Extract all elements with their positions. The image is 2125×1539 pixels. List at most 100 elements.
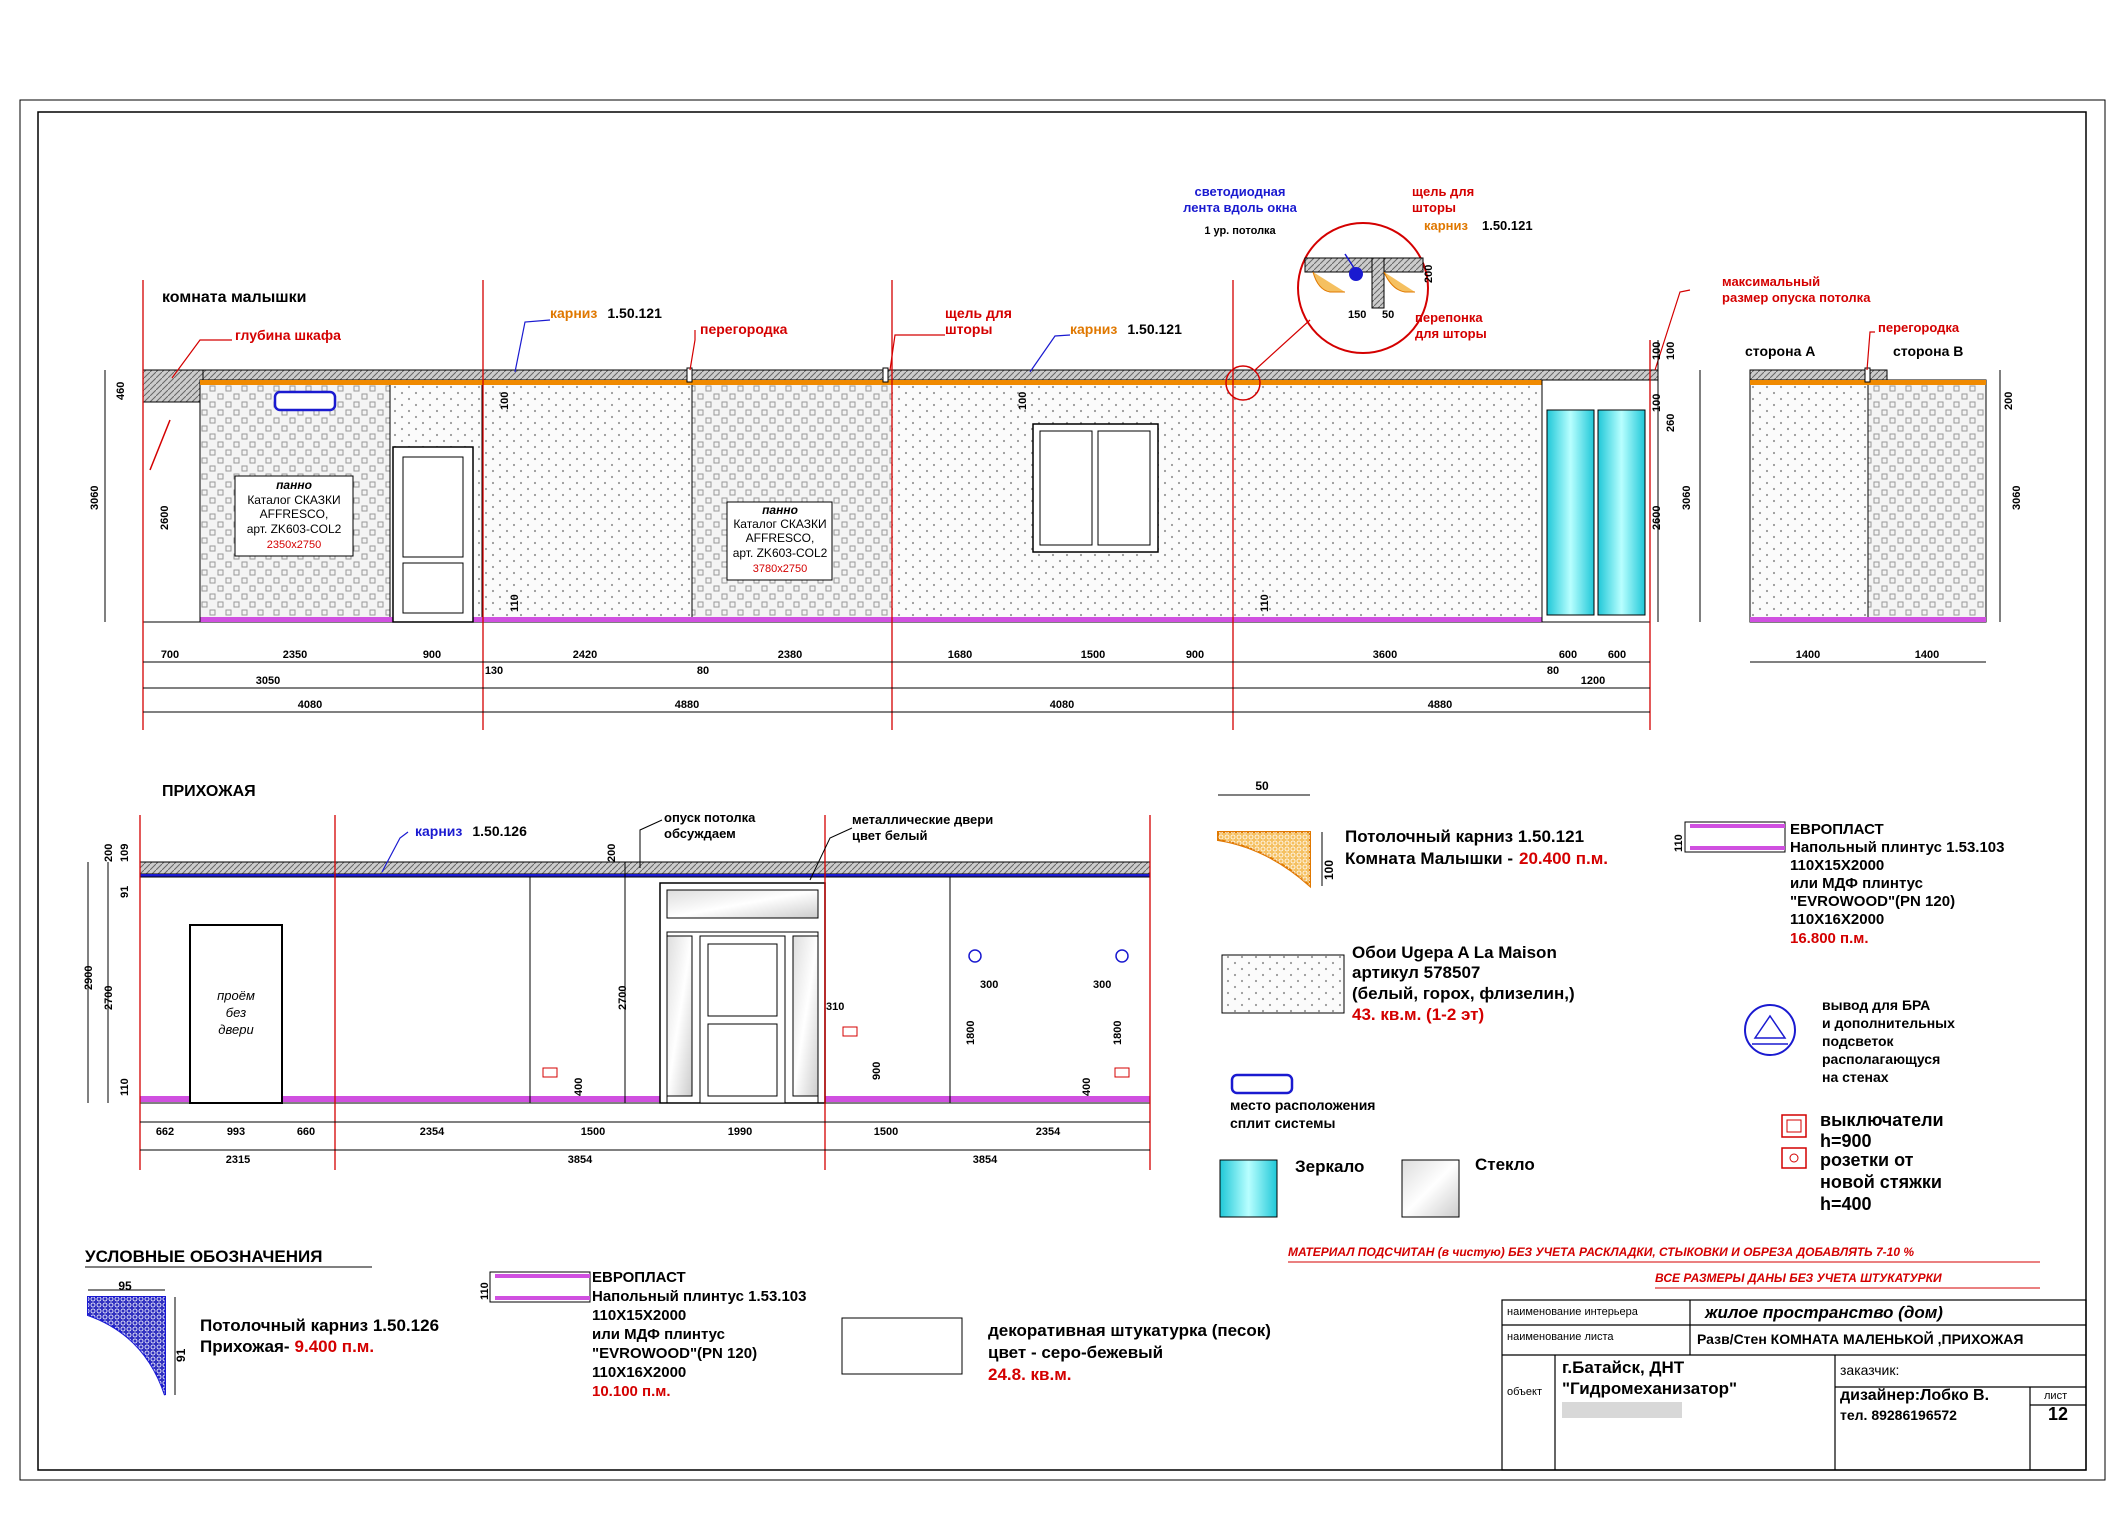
doors-label-b: цвет белый xyxy=(852,828,927,843)
dim-110-b: 110 xyxy=(1259,594,1271,612)
panno-2-article: арт. ZK603-COL2 xyxy=(733,546,828,560)
plinth2-qty: 10.100 п.м. xyxy=(592,1383,671,1400)
switch-height: h=900 xyxy=(1820,1131,1872,1151)
switch-icon xyxy=(842,1026,858,1037)
dim-r-2600: 2600 xyxy=(1651,506,1663,530)
title-block xyxy=(1501,1299,2087,1471)
opening-label-1: проём xyxy=(217,988,255,1003)
curtain-slot-label-1a: щель для xyxy=(945,305,1012,321)
dim-900: 900 xyxy=(423,649,441,661)
switch-legend-icon xyxy=(1781,1114,1807,1138)
hall-dim-300a: 300 xyxy=(980,979,998,991)
dim-4080-a: 4080 xyxy=(298,699,322,711)
detail-dim-200: 200 xyxy=(1423,265,1435,283)
bra-legend-icon xyxy=(1744,1004,1796,1056)
hall-dim-993: 993 xyxy=(227,1126,245,1138)
wall-panel xyxy=(1749,379,1869,623)
bra-label-3: подсветок xyxy=(1822,1033,1895,1049)
cornice121-dim100: 100 xyxy=(1322,860,1336,880)
hall-dim-1800a: 1800 xyxy=(965,1021,977,1045)
dim-1500: 1500 xyxy=(1081,649,1105,661)
panno-label-1 xyxy=(234,475,354,557)
bra-label-1: вывод для БРА xyxy=(1822,997,1930,1013)
dim-r-100c: 100 xyxy=(1651,394,1663,412)
cornice121-title: Потолочный карниз 1.50.121 xyxy=(1345,827,1584,846)
dim-100-a: 100 xyxy=(499,392,511,410)
plaster-color: цвет - серо-бежевый xyxy=(988,1343,1163,1362)
plinth2-alt: или МДФ плинтус xyxy=(592,1326,725,1343)
panno-2-title: панно xyxy=(762,503,798,517)
dim-600-a: 600 xyxy=(1559,649,1577,661)
stamp-sheet-label: наименование листа xyxy=(1507,1331,1614,1343)
hall-dim-1500b: 1500 xyxy=(874,1126,898,1138)
socket-label: розетки от xyxy=(1820,1150,1914,1170)
opening-label-3: двери xyxy=(218,1022,253,1037)
bra-label-5: на стенах xyxy=(1822,1069,1889,1085)
blurred-contact xyxy=(1562,1402,1682,1418)
hall-dim-300b: 300 xyxy=(1093,979,1111,991)
split-legend-icon xyxy=(1230,1073,1294,1095)
drop-label-a: опуск потолка xyxy=(664,810,756,825)
room-title: комната малышки xyxy=(162,289,306,306)
hall-dim-110: 110 xyxy=(119,1078,131,1096)
stamp-sheet: Разв/Стен КОМНАТА МАЛЕНЬКОЙ ,ПРИХОЖАЯ xyxy=(1697,1330,2023,1347)
split-system xyxy=(273,390,337,412)
hall-plinth xyxy=(140,1096,1150,1102)
wall-panel xyxy=(481,379,693,623)
hall-dim-1500a: 1500 xyxy=(581,1126,605,1138)
detail-led-label-b: лента вдоль окна xyxy=(1183,200,1297,215)
wall-panel xyxy=(891,379,1543,623)
hall-dim-2354a: 2354 xyxy=(420,1126,445,1138)
stamp-sheet-no: 12 xyxy=(2048,1404,2068,1424)
axis-lines xyxy=(142,280,1651,730)
dim-r-100a: 100 xyxy=(1651,342,1663,360)
plinth1-brand: ЕВРОПЛАСТ xyxy=(1790,821,1884,838)
detail-led-label-a: светодиодная xyxy=(1194,184,1285,199)
curtain-slot xyxy=(882,367,889,383)
detail-jumper-label-a: перепонка xyxy=(1415,310,1483,325)
drop-label-b: обсуждаем xyxy=(664,826,736,841)
hall-dim-1990: 1990 xyxy=(728,1126,752,1138)
stamp-object-label: объект xyxy=(1507,1386,1542,1398)
mirror-label: Зеркало xyxy=(1295,1157,1364,1176)
plinth1-qty: 16.800 п.м. xyxy=(1790,930,1869,947)
dimension-lines xyxy=(104,340,2001,713)
panno-1-size: 2350x2750 xyxy=(267,539,321,551)
plinth2-size2: 110Х16Х2000 xyxy=(592,1364,686,1381)
wallpaper-swatch xyxy=(1221,954,1345,1014)
panno-2-brand: AFFRESCO, xyxy=(746,531,815,545)
stamp-object-2: "Гидромеханизатор" xyxy=(1562,1379,1737,1398)
hall-dim-2700: 2700 xyxy=(103,986,115,1010)
dim-side-3060: 3060 xyxy=(2011,486,2023,510)
socket-icon xyxy=(1114,1067,1130,1078)
detail-slot-label-a: щель для xyxy=(1412,184,1474,199)
detail-slot-label-b: шторы xyxy=(1412,200,1456,215)
bra-label-4: располагающуся xyxy=(1822,1051,1940,1067)
partition xyxy=(686,367,693,383)
plaster-name: декоративная штукатурка (песок) xyxy=(988,1321,1271,1340)
hall-dim-3854a: 3854 xyxy=(568,1154,593,1166)
hall-dim-1800b: 1800 xyxy=(1112,1021,1124,1045)
switch-label: выключатели xyxy=(1820,1110,1944,1130)
door-leaf xyxy=(699,935,786,1104)
bra-icon xyxy=(968,949,982,963)
hall-dim-662: 662 xyxy=(156,1126,174,1138)
partition-label-2: перегородка xyxy=(1878,320,1960,335)
material-note: МАТЕРИАЛ ПОДСЧИТАН (в чистую) БЕЗ УЧЕТА … xyxy=(1288,1245,1914,1259)
hall-dim-660: 660 xyxy=(297,1126,315,1138)
glass-label: Стекло xyxy=(1475,1155,1535,1174)
plinth2-size1: 110Х15Х2000 xyxy=(592,1307,686,1324)
wall-panel xyxy=(1867,379,1987,623)
plinth1-dim: 110 xyxy=(1673,834,1685,852)
dim-2600: 2600 xyxy=(159,506,171,530)
detail-callout xyxy=(1225,222,1429,401)
dim-r-100b: 100 xyxy=(1665,342,1677,360)
stamp-phone: тел. 89286196572 xyxy=(1840,1407,1957,1423)
dim-4080-b: 4080 xyxy=(1050,699,1074,711)
plaster-qty: 24.8. кв.м. xyxy=(988,1365,1072,1384)
dim-130: 130 xyxy=(485,665,503,677)
bra-label-2: и дополнительных xyxy=(1822,1015,1955,1031)
panno-1-article: арт. ZK603-COL2 xyxy=(247,522,342,536)
hall-cornice xyxy=(140,874,1150,877)
